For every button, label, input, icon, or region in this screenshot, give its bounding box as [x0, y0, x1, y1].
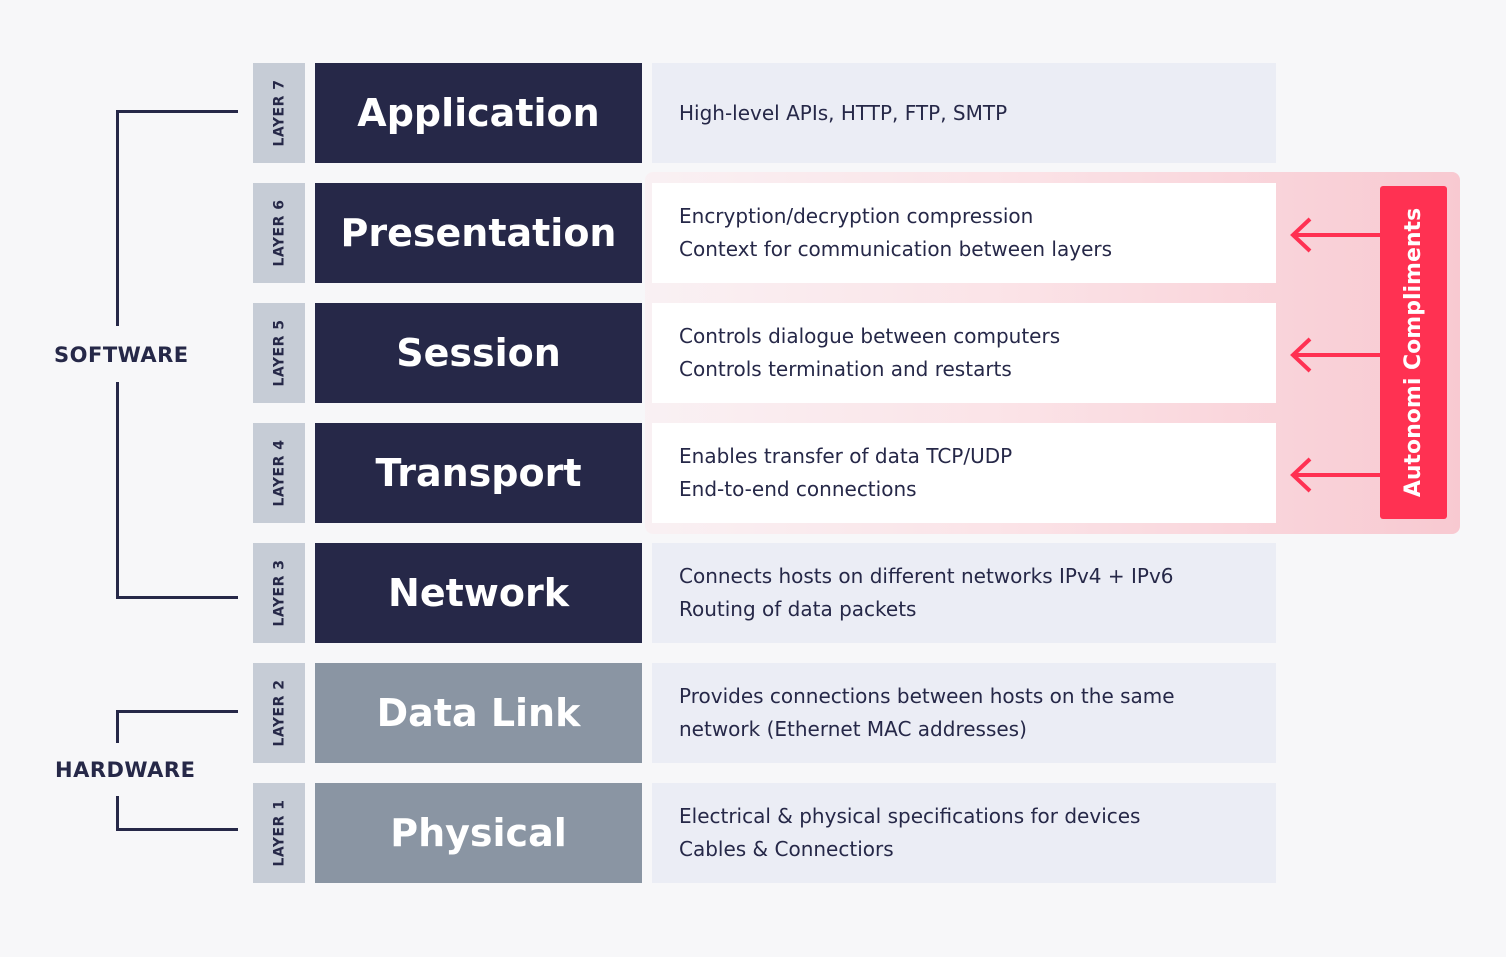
layer-1-desc-line-1: Electrical & physical specifications for… — [679, 804, 1141, 828]
layer-2-desc-line-2: network (Ethernet MAC addresses) — [679, 717, 1027, 741]
layer-7-name: Application — [315, 63, 642, 163]
autonomi-compliments-label: Autonomi Compliments — [1401, 207, 1427, 498]
layer-5-row: LAYER 5 Session Controls dialogue betwee… — [253, 303, 1276, 403]
layer-2-desc-line-1: Provides connections between hosts on th… — [679, 684, 1175, 708]
layer-7-description: High-level APIs, HTTP, FTP, SMTP — [652, 63, 1276, 163]
software-label: SOFTWARE — [54, 343, 189, 367]
layer-6-row: LAYER 6 Presentation Encryption/decrypti… — [253, 183, 1276, 283]
layer-4-tag: LAYER 4 — [253, 423, 305, 523]
layer-3-desc-line-2: Routing of data packets — [679, 597, 917, 621]
layer-1-desc-line-2: Cables & Connectiors — [679, 837, 894, 861]
layer-5-name: Session — [315, 303, 642, 403]
layer-6-tag: LAYER 6 — [253, 183, 305, 283]
hardware-label: HARDWARE — [55, 758, 196, 782]
layer-3-row: LAYER 3 Network Connects hosts on differ… — [253, 543, 1276, 643]
layer-4-desc-line-1: Enables transfer of data TCP/UDP — [679, 444, 1013, 468]
layer-6-desc-line-1: Encryption/decryption compression — [679, 204, 1034, 228]
layer-7-tag: LAYER 7 — [253, 63, 305, 163]
layer-5-tag: LAYER 5 — [253, 303, 305, 403]
arrow-left-icon — [1290, 457, 1383, 493]
layer-4-desc-line-2: End-to-end connections — [679, 477, 917, 501]
layer-3-desc-line-1: Connects hosts on different networks IPv… — [679, 564, 1174, 588]
layer-1-name: Physical — [315, 783, 642, 883]
layer-2-name: Data Link — [315, 663, 642, 763]
hardware-bracket-bottom — [116, 828, 238, 831]
software-bracket-top — [116, 110, 238, 113]
layer-1-row: LAYER 1 Physical Electrical & physical s… — [253, 783, 1276, 883]
layer-4-row: LAYER 4 Transport Enables transfer of da… — [253, 423, 1276, 523]
layer-3-name: Network — [315, 543, 642, 643]
arrow-left-icon — [1290, 217, 1383, 253]
layer-6-description: Encryption/decryption compression Contex… — [652, 183, 1276, 283]
hardware-bracket-top — [116, 710, 238, 713]
layer-4-name: Transport — [315, 423, 642, 523]
hardware-bracket-lower-vertical — [116, 796, 119, 831]
layer-3-tag: LAYER 3 — [253, 543, 305, 643]
layer-6-desc-line-2: Context for communication between layers — [679, 237, 1113, 261]
hardware-bracket-upper-vertical — [116, 710, 119, 743]
layer-2-description: Provides connections between hosts on th… — [652, 663, 1276, 763]
layer-2-row: LAYER 2 Data Link Provides connections b… — [253, 663, 1276, 763]
layer-3-description: Connects hosts on different networks IPv… — [652, 543, 1276, 643]
layer-5-description: Controls dialogue between computers Cont… — [652, 303, 1276, 403]
arrow-left-icon — [1290, 337, 1383, 373]
layer-5-desc-line-2: Controls termination and restarts — [679, 357, 1012, 381]
layer-6-name: Presentation — [315, 183, 642, 283]
layer-1-description: Electrical & physical specifications for… — [652, 783, 1276, 883]
software-bracket-bottom — [116, 596, 238, 599]
layer-5-desc-line-1: Controls dialogue between computers — [679, 324, 1061, 348]
software-bracket-lower-vertical — [116, 382, 119, 599]
layer-4-description: Enables transfer of data TCP/UDP End-to-… — [652, 423, 1276, 523]
layer-1-tag: LAYER 1 — [253, 783, 305, 883]
layer-2-tag: LAYER 2 — [253, 663, 305, 763]
layer-7-row: LAYER 7 Application High-level APIs, HTT… — [253, 63, 1276, 163]
layer-7-desc-line-1: High-level APIs, HTTP, FTP, SMTP — [679, 100, 1008, 125]
autonomi-compliments-badge: Autonomi Compliments — [1380, 186, 1447, 519]
software-bracket-upper-vertical — [116, 110, 119, 326]
